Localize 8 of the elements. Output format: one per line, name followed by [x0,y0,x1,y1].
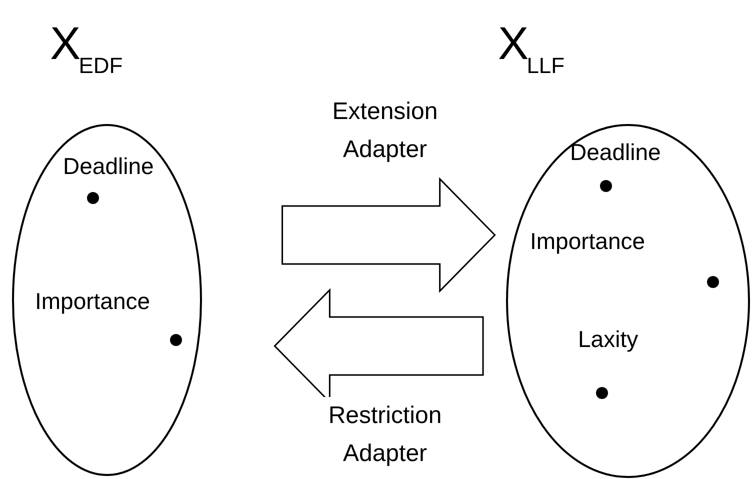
point-label: Importance [35,287,150,315]
point-label: Deadline [570,138,661,166]
block-arrow [282,177,496,293]
point-label: Laxity [578,325,638,353]
set-title: X$_{LLF}$ [498,20,565,80]
point-label: Importance [530,227,646,255]
point-label: Deadline [63,152,154,180]
set-title: X$_{EDF}$ [50,20,123,80]
